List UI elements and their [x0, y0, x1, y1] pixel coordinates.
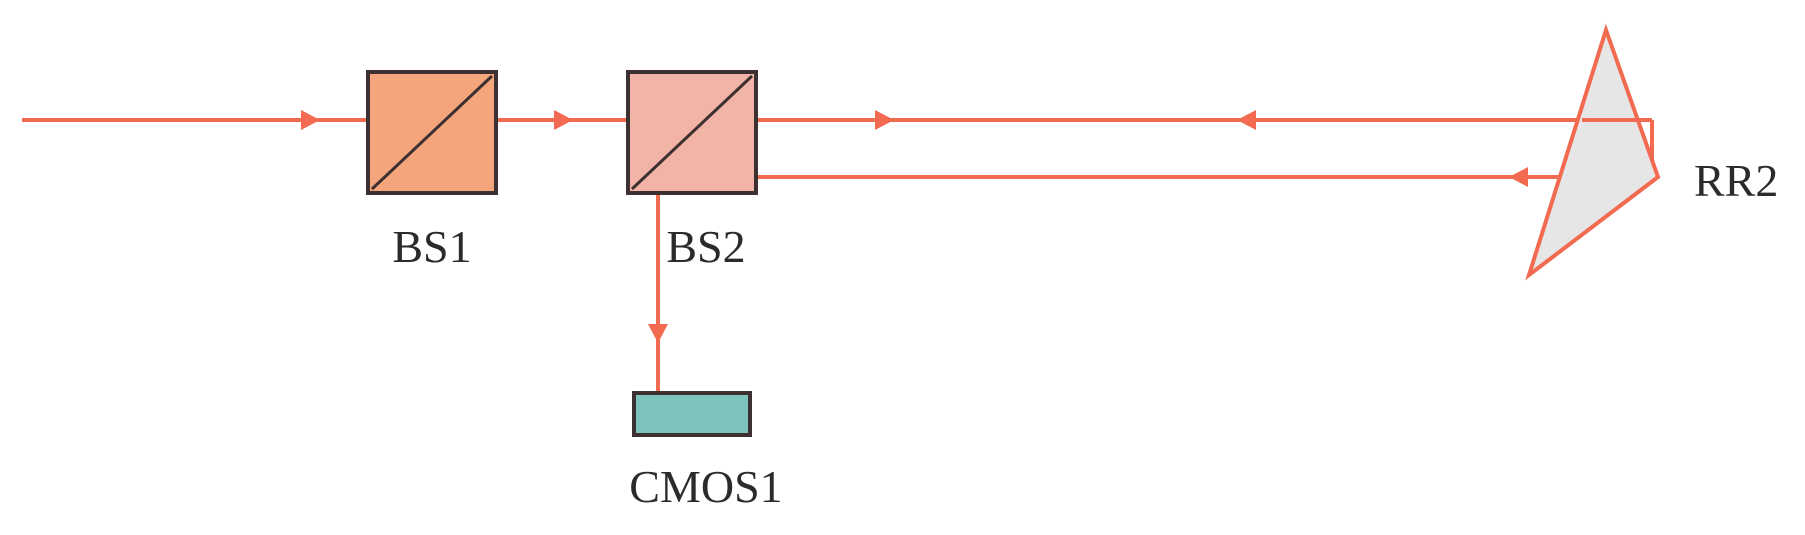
- arrow-left-1: [1237, 110, 1256, 130]
- bs1-splitting-surface: [370, 74, 494, 191]
- rr2-label: RR2: [1694, 155, 1778, 206]
- beam-paths: [22, 118, 1654, 393]
- beam-direction-arrows: [301, 110, 1528, 343]
- camera-cmos1: [632, 391, 752, 437]
- arrow-right-1: [301, 110, 320, 130]
- beam-splitter-bs1: [366, 70, 498, 195]
- arrow-down-1: [648, 324, 668, 343]
- arrow-left-2: [1509, 167, 1528, 187]
- retroreflector-rr2: [1525, 23, 1661, 281]
- component-labels: BS1 BS2 RR2 CMOS1: [392, 155, 1778, 512]
- arrow-right-3: [875, 110, 894, 130]
- cmos1-label: CMOS1: [629, 461, 782, 512]
- bs1-label: BS1: [392, 221, 471, 272]
- cmos1-sensor: [632, 391, 752, 437]
- retroreflector-prism: [1525, 23, 1661, 281]
- bs2-label: BS2: [666, 221, 745, 272]
- arrow-right-2: [554, 110, 573, 130]
- bs2-splitting-surface: [630, 74, 754, 191]
- beam-splitter-bs2: [626, 70, 758, 195]
